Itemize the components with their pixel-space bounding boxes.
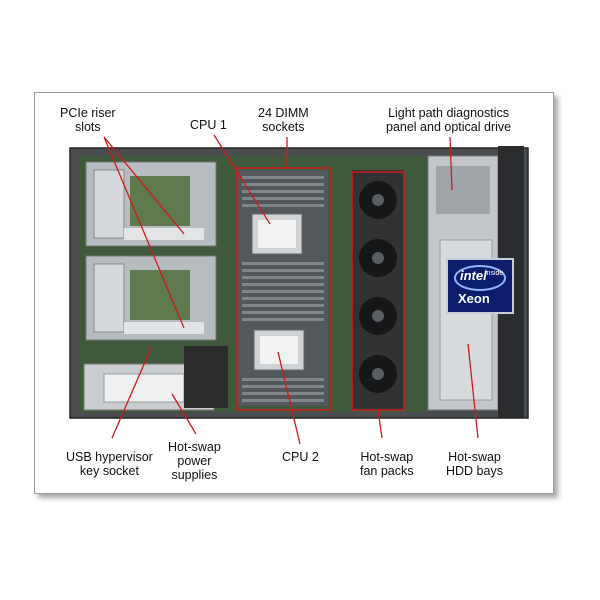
intel-logo-oval bbox=[454, 265, 506, 291]
pcie-riser-upper bbox=[85, 161, 217, 247]
cpu1-socket bbox=[251, 213, 303, 255]
intel-xeon-badge: intel inside Xeon bbox=[446, 258, 514, 314]
label-pcie-riser-slots: PCIe riser slots bbox=[60, 106, 116, 134]
usb-line bbox=[111, 345, 153, 439]
intel-inside: inside bbox=[485, 270, 504, 277]
xeon-product: Xeon bbox=[458, 291, 490, 306]
cpu2-line bbox=[277, 351, 301, 445]
pcie-line-2 bbox=[103, 136, 185, 329]
pcie-riser-lower bbox=[85, 255, 217, 341]
pcie-line-1 bbox=[103, 136, 185, 235]
fans-line bbox=[377, 409, 383, 439]
cpu1-line bbox=[213, 134, 271, 225]
label-power-supplies: Hot-swap power supplies bbox=[168, 440, 221, 482]
label-cpu1: CPU 1 bbox=[190, 118, 227, 132]
intel-brand: intel bbox=[460, 268, 487, 283]
power-line bbox=[171, 393, 197, 435]
fan-packs bbox=[352, 170, 404, 410]
label-usb-hypervisor: USB hypervisor key socket bbox=[66, 450, 153, 478]
callout-lines bbox=[103, 134, 479, 445]
power-supply-bay bbox=[83, 346, 228, 411]
hdd-line bbox=[467, 343, 479, 439]
cpu2-socket bbox=[253, 329, 305, 371]
lightpath-line bbox=[449, 136, 453, 191]
label-light-path: Light path diagnostics panel and optical… bbox=[386, 106, 512, 134]
label-hdd-bays: Hot-swap HDD bays bbox=[446, 450, 503, 478]
label-cpu2: CPU 2 bbox=[282, 450, 319, 464]
dimm-callout-box bbox=[235, 167, 331, 411]
label-fan-packs: Hot-swap fan packs bbox=[360, 450, 414, 478]
label-24-dimm-sockets: 24 DIMM sockets bbox=[258, 106, 309, 134]
